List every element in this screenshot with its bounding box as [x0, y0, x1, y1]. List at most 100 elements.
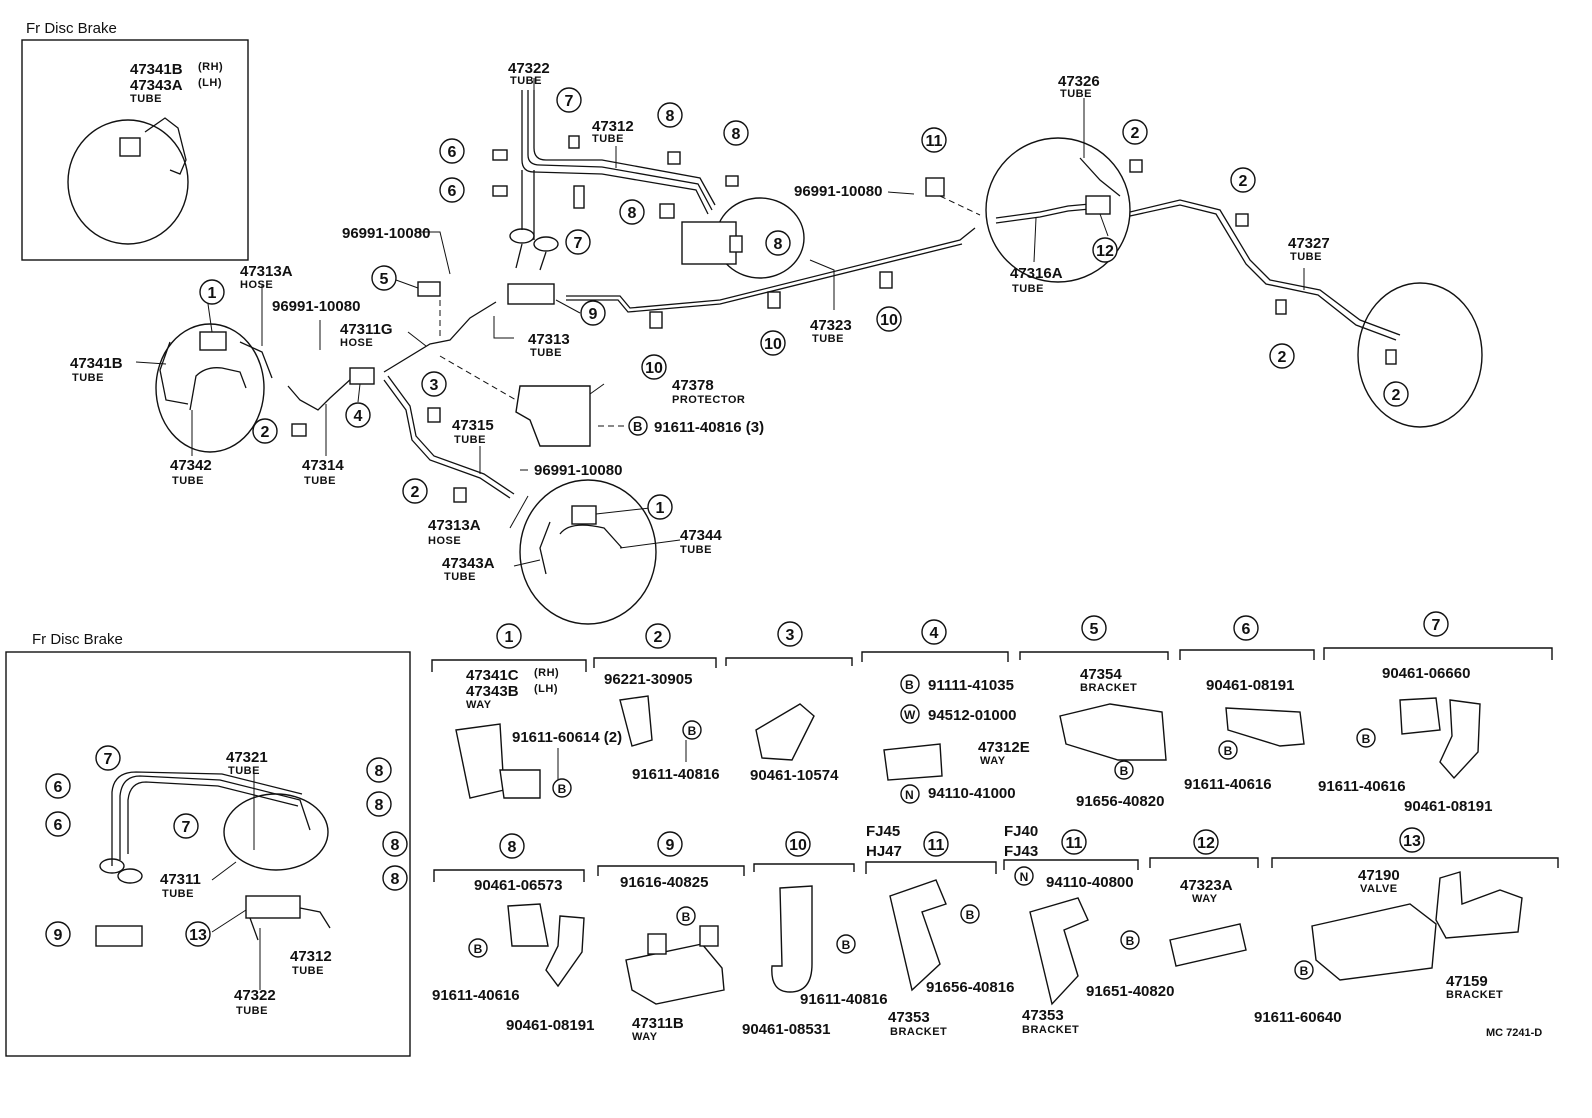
main-callout-19: 5	[371, 265, 397, 291]
panel-number-p9-number: 9	[666, 837, 675, 854]
p8-part-c: 90461-08191	[506, 1017, 594, 1034]
panel-number-p4-number: 4	[930, 625, 939, 642]
inset-callout-c8c-circle	[382, 831, 408, 857]
inset-top-caliper	[119, 137, 141, 157]
bolt-b-letter: B	[633, 419, 642, 434]
main-callout-9-number: 11	[926, 133, 943, 150]
letter-marker-p2-b_letter: B	[682, 720, 702, 740]
label-47313A-top: 47313A	[240, 263, 293, 280]
inset-callout-c6b-circle	[45, 811, 71, 837]
panel-number-p13: 13	[1399, 827, 1425, 853]
inset-callout-c7b-circle	[173, 813, 199, 839]
p4-bolt-b: 91111-41035	[928, 677, 1014, 694]
panel-number-p8-circle	[499, 833, 525, 859]
p1-part-b: 47343B	[466, 683, 519, 700]
inset-label-47312: 47312	[290, 948, 332, 965]
panel-number-p9-circle	[657, 831, 683, 857]
letter-marker-circle	[1356, 728, 1376, 748]
panel11b-bracket	[1003, 859, 1139, 870]
main-callout-5-number: 8	[732, 126, 741, 143]
p13-bracket-drawing	[1435, 871, 1523, 939]
letter-marker-p7-b_letter: B	[1356, 728, 1376, 748]
way-joint	[349, 367, 375, 385]
clip-2a	[291, 423, 307, 437]
p8-bracket-drawing	[545, 915, 585, 988]
inset-callout-c13: 13	[185, 921, 211, 947]
main-callout-4: 8	[657, 102, 683, 128]
main-callout-20-number: 1	[208, 285, 217, 302]
p4-b-letter: B	[905, 678, 914, 692]
inset-top-part-2: 47343A	[130, 77, 183, 94]
leader-c4	[357, 383, 361, 403]
panel-number-p10: 10	[785, 831, 811, 857]
p6-bolt: 91611-40616	[1184, 776, 1272, 793]
inset-valve	[95, 925, 143, 947]
p11b-bracket-sub: BRACKET	[1022, 1024, 1079, 1036]
inset-callout-c6a: 6	[45, 773, 71, 799]
inset-top-part-2-side: (LH)	[198, 77, 222, 89]
p5-part-sub: BRACKET	[1080, 682, 1137, 694]
inset-tube-c	[127, 781, 299, 854]
p13-bracket: 47159	[1446, 973, 1488, 990]
main-callout-18-number: 10	[880, 312, 898, 329]
main-callout-23-circle	[252, 418, 278, 444]
panel-number-p6-number: 6	[1242, 621, 1251, 638]
label-clip-96991-c: 96991-10080	[794, 183, 882, 200]
p11b-model-1: FJ40	[1004, 823, 1038, 840]
p8-clip-drawing	[507, 903, 549, 947]
p4-w-letter: W	[904, 708, 916, 722]
letter-marker-circle	[1014, 866, 1034, 886]
clip-6a	[492, 149, 508, 161]
dash-3	[939, 195, 981, 216]
p11b-bracket-drawing	[1029, 897, 1089, 1006]
inset-callout-c7a-number: 7	[104, 751, 113, 768]
clip-2e	[1275, 299, 1287, 315]
inset-tube-b	[111, 771, 303, 866]
p13-valve: 47190	[1358, 867, 1400, 884]
tube-47323	[566, 227, 976, 309]
p9-way: 47311B	[632, 1015, 684, 1032]
clip-8b	[725, 175, 739, 187]
p4-way: 47312E	[978, 739, 1030, 756]
panel-number-p2-circle	[645, 623, 671, 649]
letter-marker-p11b-b_letter: B	[1120, 930, 1140, 950]
label-47322: 47322	[508, 60, 550, 77]
main-callout-18: 10	[876, 306, 902, 332]
main-callout-13: 2	[1383, 381, 1409, 407]
letter-marker-p8-b_letter: B	[468, 938, 488, 958]
panel-number-p12-circle	[1193, 829, 1219, 855]
clip-2c	[1129, 159, 1143, 173]
letter-marker-circle	[468, 938, 488, 958]
protector-47378	[515, 385, 591, 447]
inset-label-47311: 47311	[160, 871, 201, 888]
clip-3	[427, 407, 441, 423]
inset-tube-a	[119, 775, 311, 860]
p1-bolt: 91611-60614 (2)	[512, 729, 622, 746]
panel-number-p11b-number: 11	[1066, 835, 1083, 852]
main-callout-14: 12	[1092, 237, 1118, 263]
p1-way-flange	[499, 769, 541, 799]
label-47313A-top-sub: HOSE	[240, 279, 273, 291]
p2-part-a: 96221-30905	[604, 671, 692, 688]
letter-marker-text: B	[1224, 744, 1233, 758]
panel-number-p6: 6	[1233, 615, 1259, 641]
clip-6b	[492, 185, 508, 197]
panel-number-p1-number: 1	[505, 629, 514, 646]
inset-top-title: Fr Disc Brake	[26, 20, 117, 37]
label-47341B-sub: TUBE	[72, 372, 104, 384]
inset-callout-c7a: 7	[95, 745, 121, 771]
main-callout-12-number: 2	[1278, 349, 1287, 366]
tube-47327-b	[1129, 204, 1397, 341]
main-callout-21-number: 3	[430, 377, 439, 394]
p1-part-a: 47341C	[466, 667, 519, 684]
inset-label-47311-sub: TUBE	[162, 888, 194, 900]
p7-bolt: 91611-40616	[1318, 778, 1406, 795]
label-47323: 47323	[810, 317, 852, 334]
panel5-bracket	[1019, 651, 1169, 660]
main-callout-9-circle	[921, 127, 947, 153]
main-callout-10: 2	[1122, 119, 1148, 145]
inset-callout-c7b: 7	[173, 813, 199, 839]
label-47327: 47327	[1288, 235, 1330, 252]
label-47343A-sub: TUBE	[444, 571, 476, 583]
